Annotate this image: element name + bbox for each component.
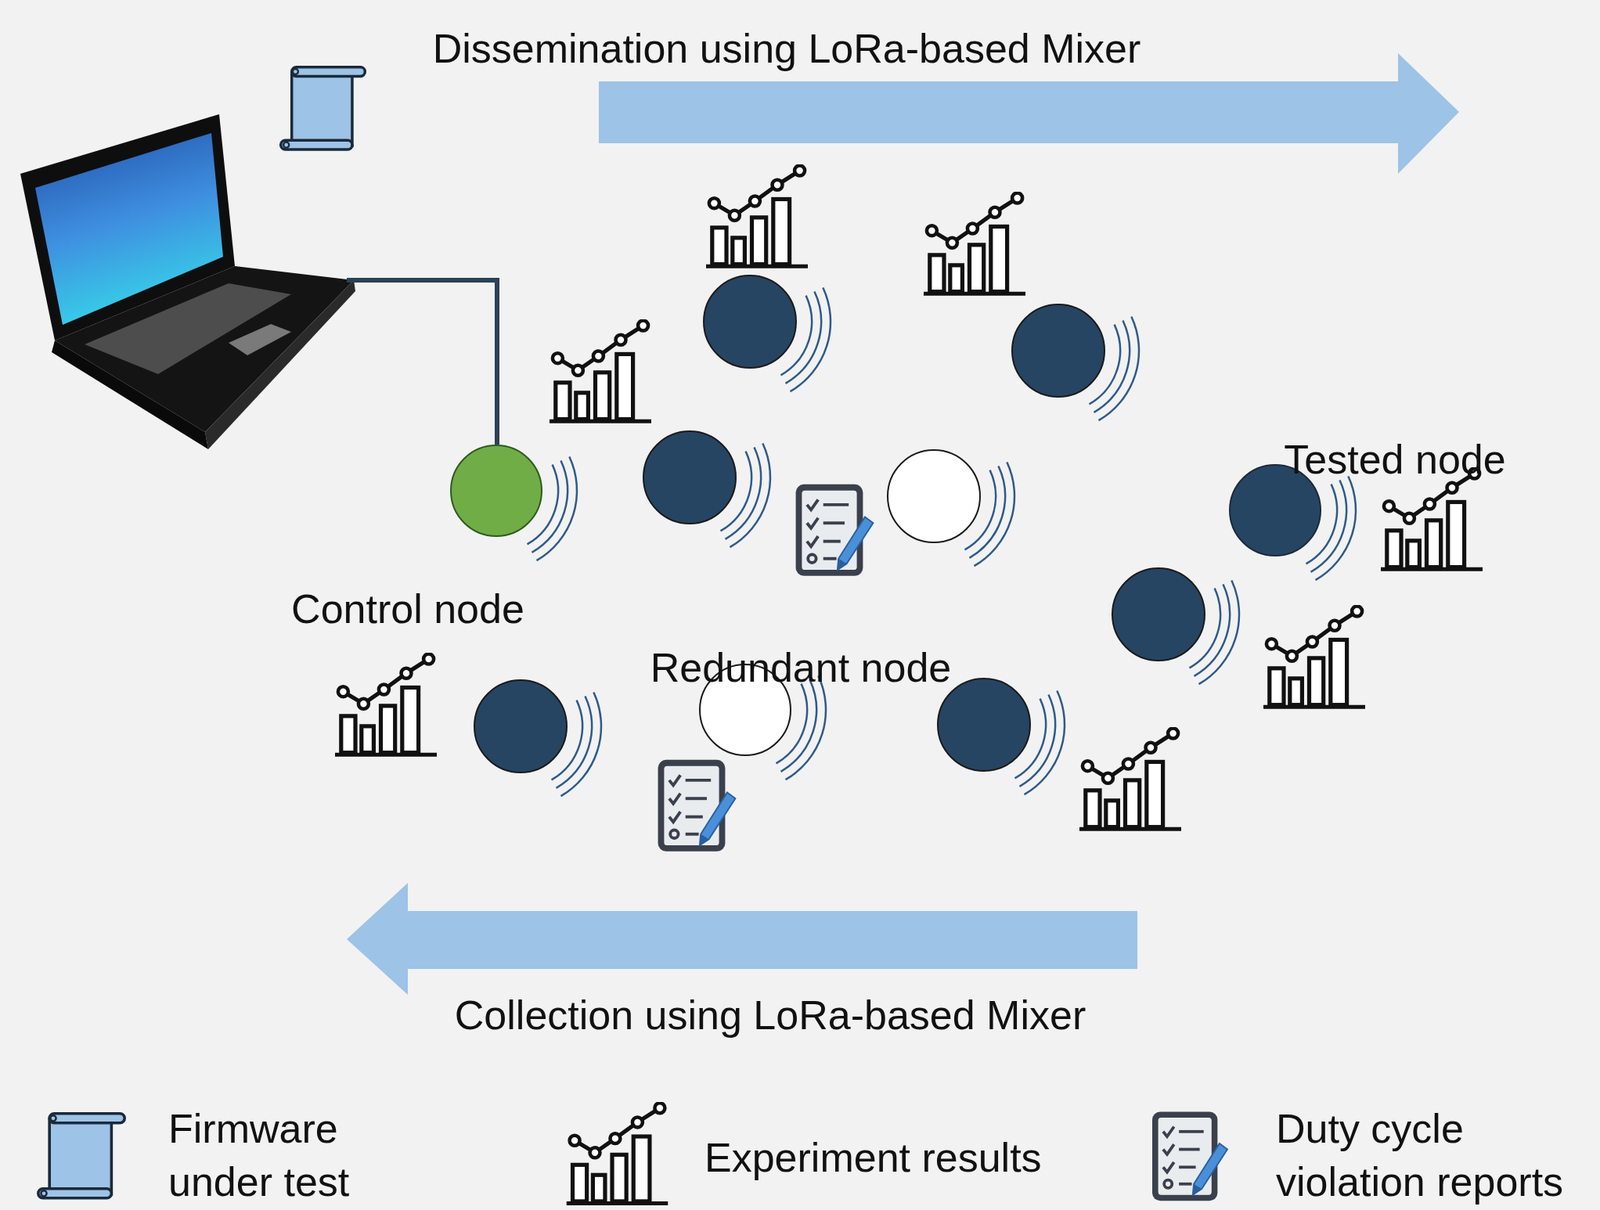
legend-text: Firmware under test xyxy=(168,1102,404,1209)
lora-node xyxy=(887,450,981,543)
firmware-icon xyxy=(38,1113,125,1199)
radio-wave xyxy=(536,456,578,561)
radio-wave xyxy=(974,461,1016,566)
lora-node xyxy=(474,680,567,773)
results-icon xyxy=(1079,728,1182,830)
results-icon xyxy=(566,1102,669,1204)
node-label: Redundant node xyxy=(650,641,952,696)
arrow-label: Collection using LoRa-based Mixer xyxy=(454,989,1086,1043)
results-icon xyxy=(1263,606,1366,708)
lora-node xyxy=(643,431,736,524)
laptop xyxy=(20,114,356,450)
results-icon xyxy=(335,654,437,756)
lora-node: Redundant node xyxy=(699,663,792,757)
results-icon xyxy=(706,165,808,267)
results-icon xyxy=(549,320,652,422)
arrow-label: Dissemination using LoRa-based Mixer xyxy=(432,22,1142,76)
report-icon xyxy=(796,484,874,577)
radio-wave xyxy=(730,443,772,548)
radio-wave xyxy=(561,691,602,797)
lora-node xyxy=(1012,304,1105,397)
serial-wire xyxy=(346,280,498,445)
legend-text: Experiment results xyxy=(704,1131,1042,1186)
collection-arrow xyxy=(346,882,1138,995)
lora-node: Control node xyxy=(450,444,543,537)
lora-node xyxy=(937,678,1031,772)
lora-node xyxy=(703,275,797,368)
radio-wave xyxy=(1199,580,1240,685)
firmware-icon xyxy=(281,67,366,150)
radio-wave xyxy=(1024,690,1066,795)
radio-wave xyxy=(790,287,832,392)
radio-wave xyxy=(1099,316,1140,421)
lora-node xyxy=(1112,568,1205,661)
report-icon xyxy=(1152,1112,1228,1202)
radio-wave xyxy=(785,675,827,780)
report-icon xyxy=(658,760,736,852)
lora-node: Tested node xyxy=(1228,464,1322,557)
node-label: Control node xyxy=(291,583,525,637)
node-label: Tested node xyxy=(1283,433,1506,487)
legend-text: Duty cycle violation reports xyxy=(1275,1102,1590,1209)
results-icon xyxy=(1380,468,1483,570)
radio-wave xyxy=(1315,475,1357,581)
results-icon xyxy=(923,193,1026,295)
